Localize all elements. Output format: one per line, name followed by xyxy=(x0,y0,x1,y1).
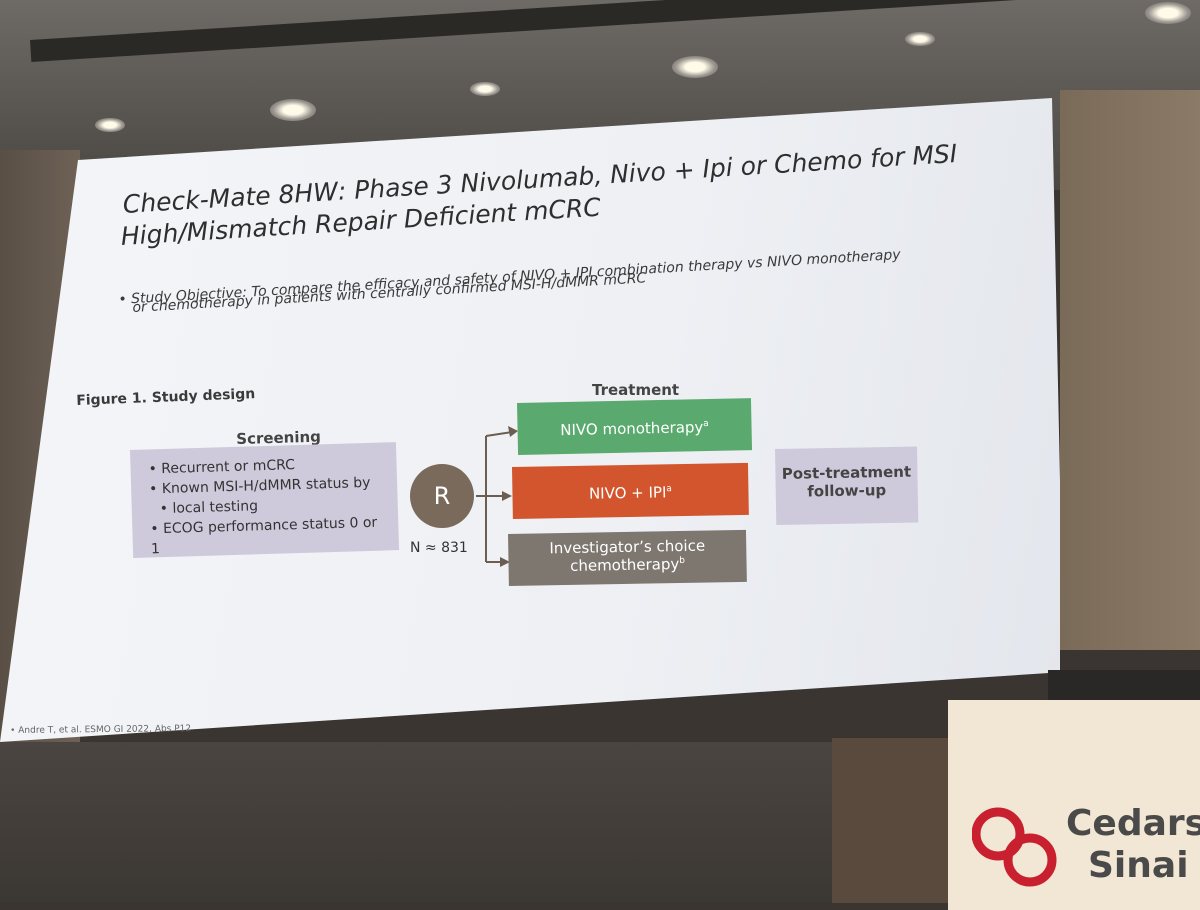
right-wall xyxy=(1060,90,1200,650)
arm-label: NIVO + IPI xyxy=(588,483,667,503)
ceiling-light xyxy=(270,99,316,121)
arm-nivo-monotherapy: NIVO monotherapya xyxy=(517,398,753,455)
post-treatment-box: Post-treatment follow-up xyxy=(775,446,919,525)
randomization-circle: R xyxy=(410,464,474,528)
ceiling-light xyxy=(1145,2,1191,24)
post-treatment-line-1: Post-treatment xyxy=(781,462,912,483)
ceiling-light xyxy=(95,118,125,132)
ceiling-light xyxy=(672,56,718,78)
screening-criteria-box: Recurrent or mCRC Known MSI-H/dMMR statu… xyxy=(130,442,400,560)
ceiling-light xyxy=(470,82,500,96)
podium-sign xyxy=(948,700,1200,910)
footnote-marker: b xyxy=(679,555,686,567)
logo-wordmark-line-2: Sinai xyxy=(1088,845,1189,886)
logo-wordmark-line-1: Cedars xyxy=(1066,803,1200,844)
arm-label-line-2-text: chemotherapy xyxy=(569,555,680,575)
cedars-sinai-logo-icon xyxy=(972,807,1057,887)
footnote-marker: a xyxy=(666,484,672,495)
arm-investigator-chemotherapy: Investigator’s choice chemotherapyb xyxy=(508,529,747,586)
citation: • Andre T, et al. ESMO GI 2022, Abs P12 xyxy=(10,724,192,736)
arm-label: NIVO monotherapy xyxy=(560,418,704,440)
arm-nivo-ipi: NIVO + IPIa xyxy=(512,462,749,519)
treatment-label: Treatment xyxy=(592,381,680,399)
screening-criteria-list: Recurrent or mCRC Known MSI-H/dMMR statu… xyxy=(130,442,399,560)
sample-size-label: N ≈ 831 xyxy=(410,540,468,556)
podium-monitor xyxy=(1048,670,1200,704)
arm-label-line-2: chemotherapyb xyxy=(508,554,746,576)
footnote-marker: a xyxy=(703,418,709,430)
post-treatment-line-2: follow-up xyxy=(807,481,887,501)
screening-item: ECOG performance status 0 or 1 xyxy=(150,512,389,559)
ceiling-light xyxy=(905,32,935,46)
